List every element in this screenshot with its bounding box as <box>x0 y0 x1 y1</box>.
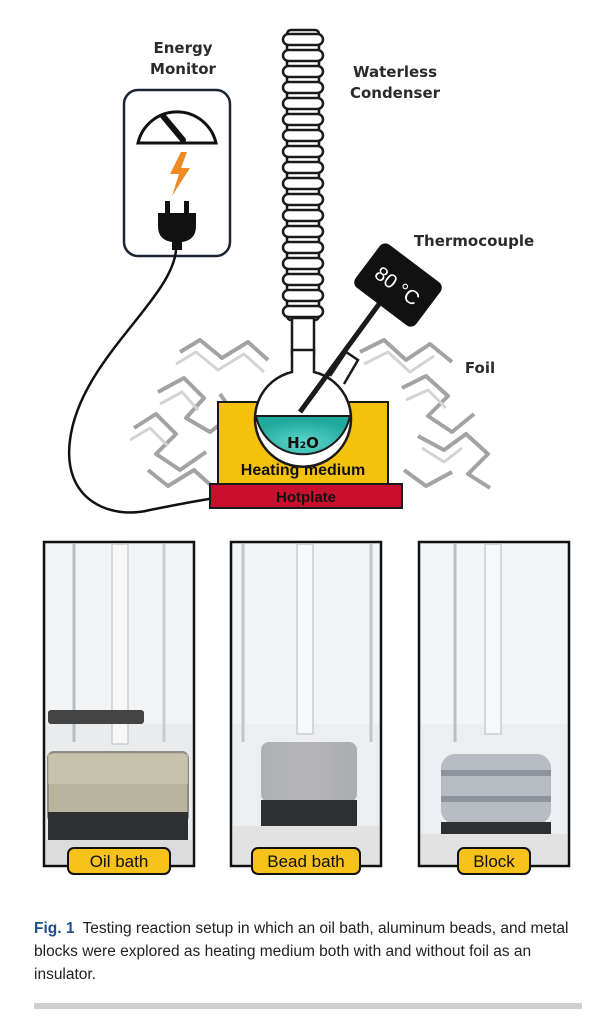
condenser-bulb <box>283 210 323 221</box>
foil-label: Foil <box>458 358 502 379</box>
condenser-bulb <box>283 258 323 269</box>
photo-bead-bath <box>231 542 381 866</box>
condenser-bulb <box>283 178 323 189</box>
photo-block <box>419 542 569 866</box>
condenser-bulb <box>283 130 323 141</box>
condenser-bulb <box>283 290 323 301</box>
energy-monitor <box>124 90 230 256</box>
condenser-bulb <box>283 66 323 77</box>
condenser-bulb <box>283 98 323 109</box>
condenser-bulb <box>283 274 323 285</box>
water-label: H₂O <box>287 434 319 452</box>
block-label: Block <box>473 852 515 871</box>
photo-oil-bath <box>44 542 194 866</box>
condenser-bulb <box>283 226 323 237</box>
condenser-bulb <box>283 82 323 93</box>
condenser-bulb <box>283 162 323 173</box>
caption-text: Testing reaction setup in which an oil b… <box>34 920 568 983</box>
bead-bath-label: Bead bath <box>267 852 345 871</box>
waterless-condenser <box>283 30 323 354</box>
caption-fig-number: Fig. 1 <box>34 920 74 937</box>
condenser-bulb <box>283 114 323 125</box>
power-cord <box>69 250 216 512</box>
hotplate-label: Hotplate <box>276 489 336 506</box>
bead-bath-badge: Bead bath <box>252 848 360 874</box>
condenser-bulb <box>283 306 323 317</box>
energy-monitor-label: Energy Monitor <box>140 38 226 80</box>
thermocouple-label: Thermocouple <box>404 231 544 252</box>
condenser-bulb <box>283 146 323 157</box>
heating-medium-label: Heating medium <box>241 462 365 479</box>
oil-bath-label: Oil bath <box>90 852 149 871</box>
block-badge: Block <box>458 848 530 874</box>
condenser-bulb <box>283 194 323 205</box>
bottom-rule <box>34 1003 582 1009</box>
condenser-bulb <box>283 50 323 61</box>
oil-bath-badge: Oil bath <box>68 848 170 874</box>
condenser-bulb <box>283 34 323 45</box>
waterless-condenser-label: Waterless Condenser <box>340 62 450 104</box>
condenser-bulb <box>283 242 323 253</box>
